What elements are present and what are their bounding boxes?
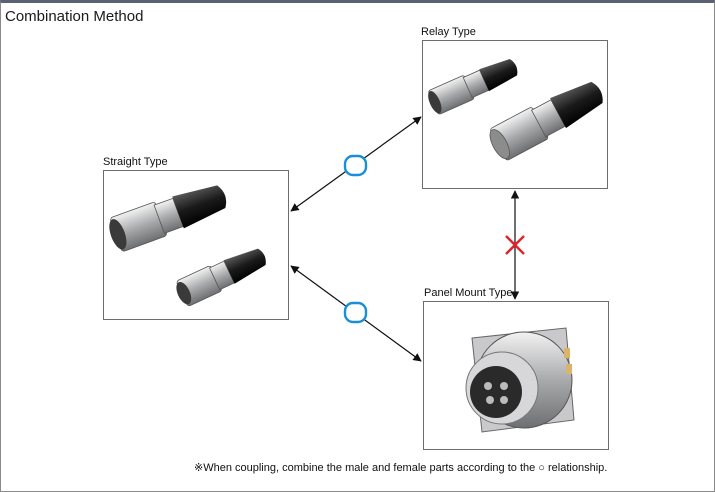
straight-type-box <box>103 170 289 320</box>
relay-type-label: Relay Type <box>421 26 476 38</box>
panel-mount-type-label: Panel Mount Type <box>424 287 513 299</box>
compatible-circle-mark <box>343 154 368 177</box>
straight-connector-image <box>109 185 266 307</box>
straight-type-label: Straight Type <box>103 156 168 168</box>
relay-connector-image <box>428 58 603 161</box>
compatible-circle-mark <box>343 301 368 324</box>
coupling-note: ※When coupling, combine the male and fem… <box>194 462 608 474</box>
incompatible-cross-mark <box>505 235 525 255</box>
diagram-title: Combination Method <box>5 8 144 25</box>
panel-mount-type-box <box>423 301 609 450</box>
panel-mount-connector-image <box>465 327 575 433</box>
relay-type-box <box>422 40 608 189</box>
